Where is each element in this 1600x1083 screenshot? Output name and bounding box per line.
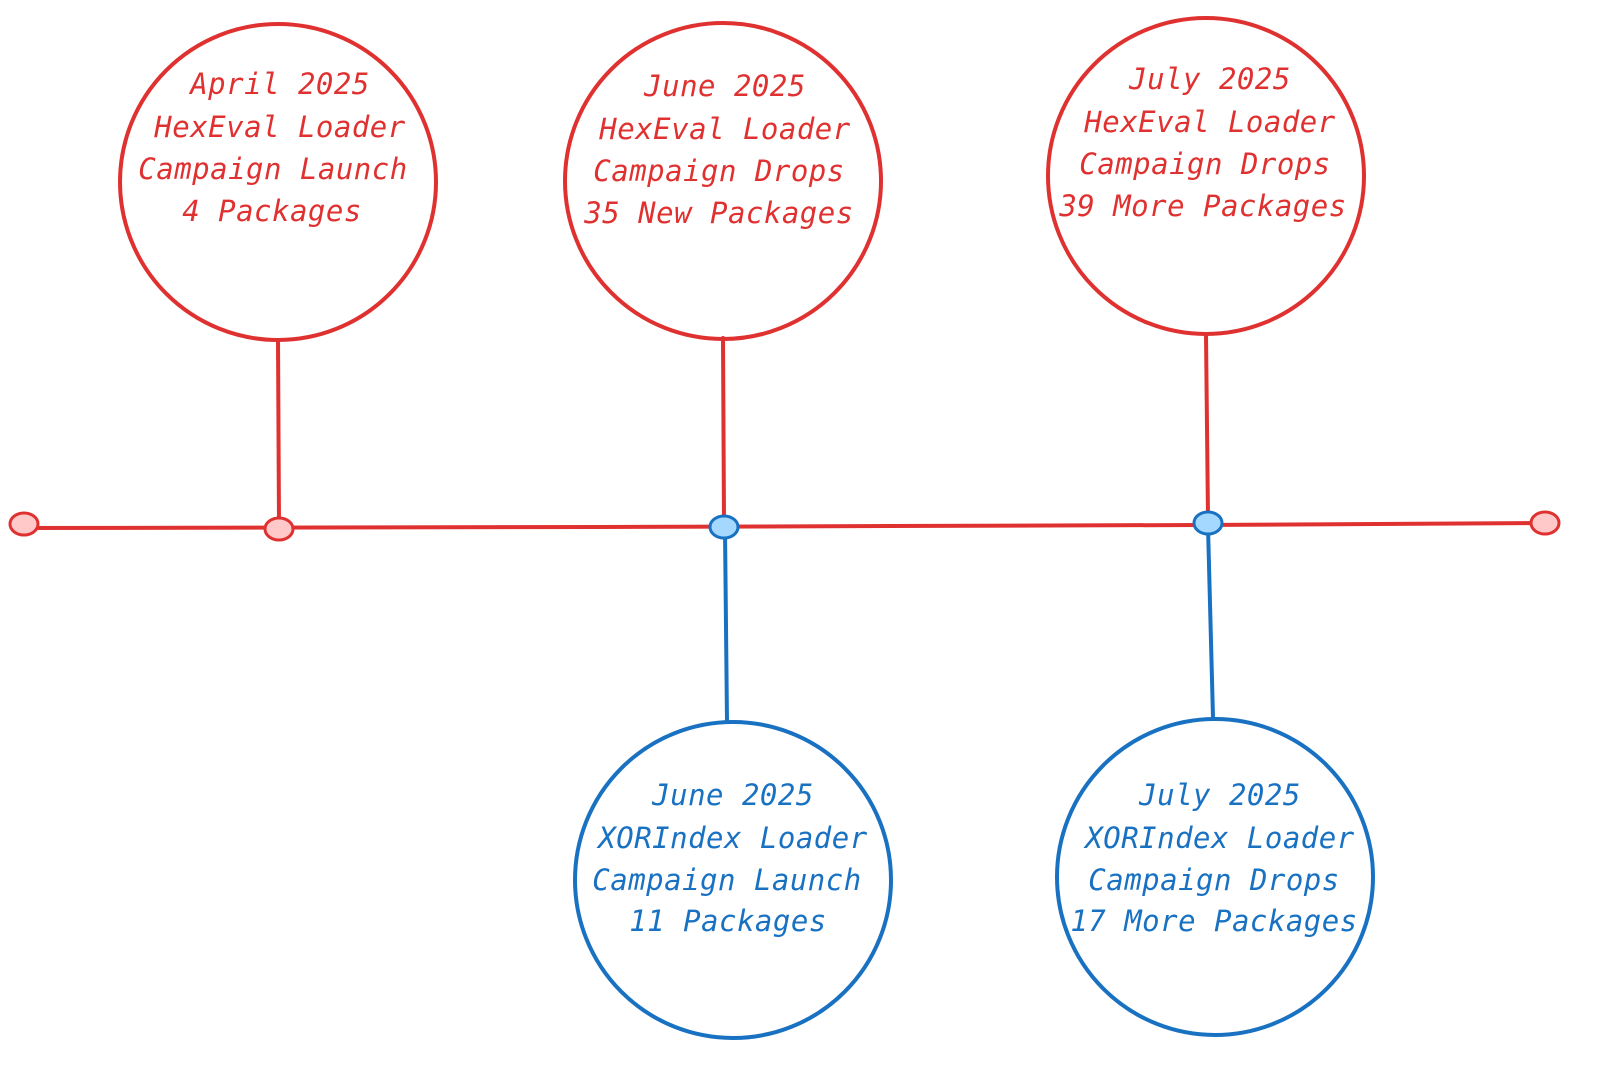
dot-hex-apr: [263, 516, 295, 542]
event-count: 4 Packages: [182, 194, 362, 228]
event-campaign: XORIndex Loader: [596, 821, 867, 855]
event-hex-jun: June 2025 HexEval Loader Campaign Drops …: [563, 21, 883, 341]
event-action: Campaign Drops: [1088, 863, 1339, 897]
event-action: Campaign Launch: [138, 152, 407, 186]
event-circle: [573, 720, 893, 1040]
event-circle: [118, 22, 438, 342]
connector-hex-jun: [721, 336, 726, 524]
timeline-axis: [22, 521, 1547, 530]
event-action: Campaign Drops: [593, 154, 844, 188]
event-campaign: HexEval Loader: [1083, 105, 1335, 139]
event-date: April 2025: [188, 67, 370, 101]
event-action: Campaign Drops: [1079, 147, 1330, 181]
timeline-start-dot: [8, 511, 40, 537]
event-date: July 2025: [1128, 62, 1291, 96]
event-date: July 2025: [1138, 778, 1301, 812]
event-xor-jun: June 2025 XORIndex Loader Campaign Launc…: [573, 720, 893, 1040]
event-action: Campaign Launch: [592, 863, 861, 897]
event-xor-jul: July 2025 XORIndex Loader Campaign Drops…: [1055, 717, 1375, 1037]
event-date: June 2025: [643, 69, 806, 103]
event-count: 35 New Packages: [583, 196, 853, 230]
event-circle: [1055, 717, 1375, 1037]
event-hex-jul: July 2025 HexEval Loader Campaign Drops …: [1046, 16, 1366, 336]
event-count: 17 More Packages: [1070, 904, 1357, 938]
event-campaign: XORIndex Loader: [1083, 821, 1354, 855]
event-date: June 2025: [651, 778, 814, 812]
event-count: 39 More Packages: [1058, 189, 1346, 223]
event-count: 11 Packages: [629, 904, 827, 938]
event-circle: [1046, 16, 1366, 336]
event-hex-apr: April 2025 HexEval Loader Campaign Launc…: [118, 22, 438, 342]
dot-jul: [1192, 510, 1224, 536]
dot-jun: [708, 514, 740, 540]
connector-hex-jul: [1204, 333, 1210, 521]
event-campaign: HexEval Loader: [153, 110, 405, 144]
timeline-end-dot: [1529, 510, 1561, 536]
event-campaign: HexEval Loader: [598, 112, 850, 146]
connector-xor-jul: [1206, 525, 1215, 720]
connector-xor-jun: [723, 528, 729, 724]
connector-hex-apr: [276, 338, 281, 526]
event-circle: [563, 21, 883, 341]
